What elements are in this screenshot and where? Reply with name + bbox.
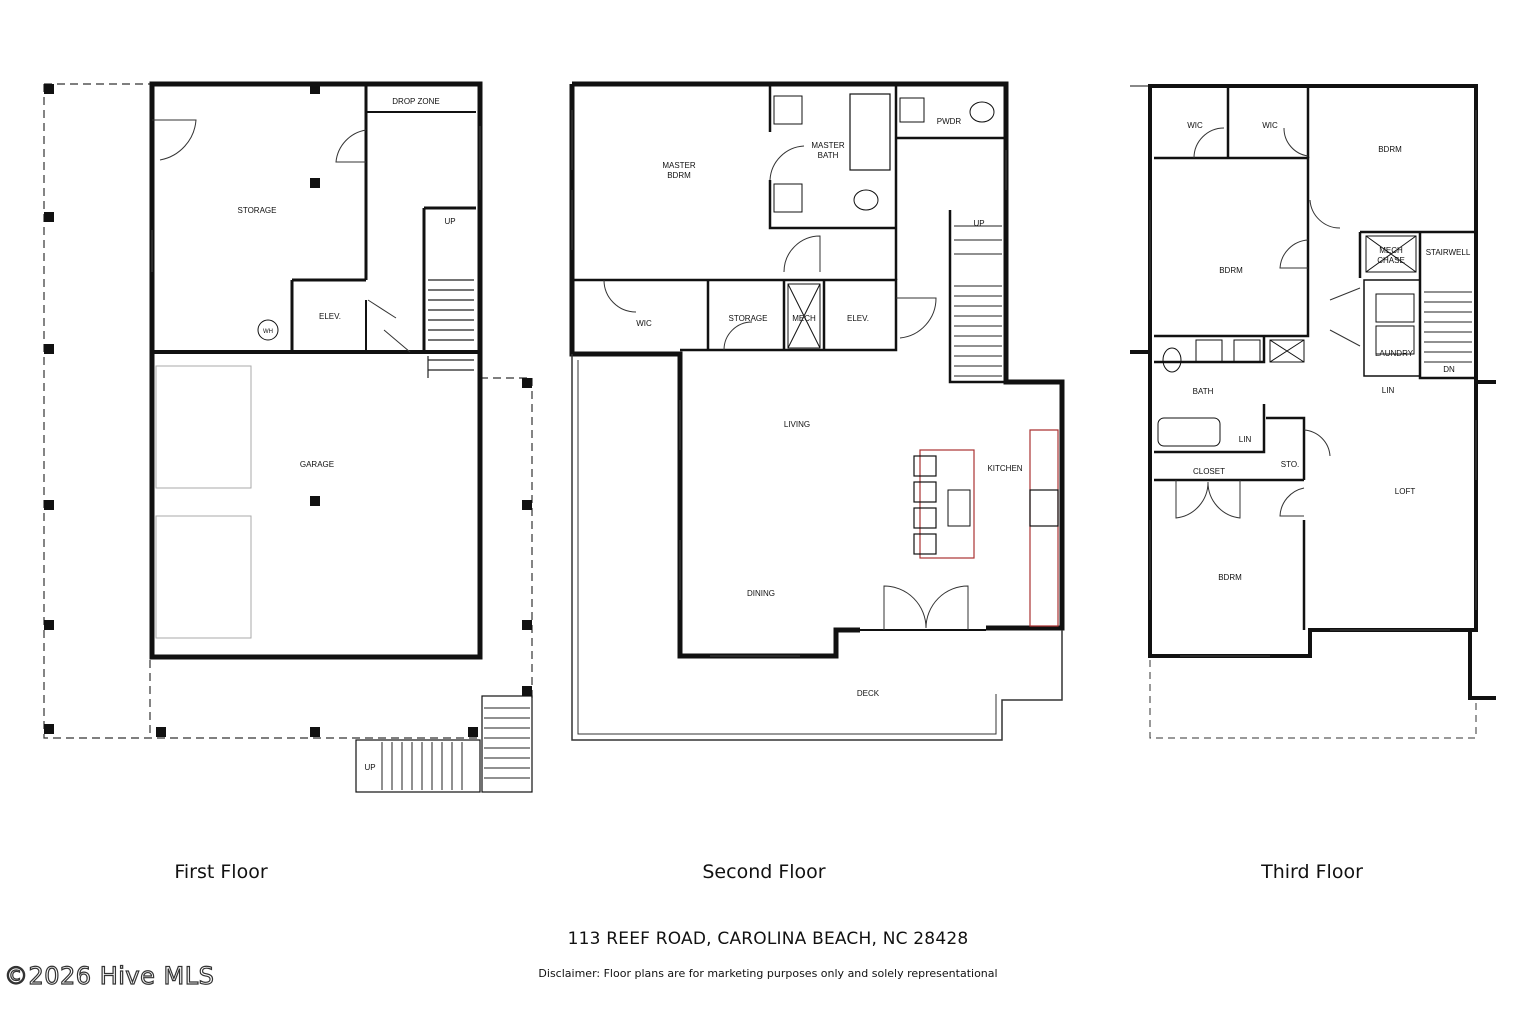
linen-closet-upper-label: LIN (1382, 386, 1395, 395)
linen-closet-lower-label: LIN (1239, 435, 1252, 444)
stair-down-label: DN (1443, 365, 1455, 374)
deck-label: DECK (857, 689, 880, 698)
kitchen-label: KITCHEN (987, 464, 1022, 473)
loft-label: LOFT (1395, 487, 1416, 496)
master-bedroom-label-line1: MASTER (662, 161, 696, 170)
closet-label: CLOSET (1193, 467, 1225, 476)
third-floor-caption: Third Floor (1261, 861, 1363, 883)
bath-label: BATH (1193, 387, 1214, 396)
dining-label: DINING (747, 589, 775, 598)
master-bath-label-line1: MASTER (811, 141, 845, 150)
first-floor-plan: DROP ZONE STORAGE ELEV. WH UP GARAGE UP (43, 81, 533, 793)
first-floor-caption: First Floor (174, 861, 268, 883)
elevator-label: ELEV. (319, 312, 341, 321)
bedroom-west-label: BDRM (1219, 266, 1243, 275)
stair-up-label: UP (444, 217, 455, 226)
exterior-stair-up-label: UP (364, 763, 375, 772)
second-floor-plan: MASTER BDRM MASTER BATH PWDR UP WIC STOR… (569, 81, 1065, 741)
laundry-label: LAUNDRY (1375, 349, 1414, 358)
wic-left-label: WIC (1187, 121, 1203, 130)
third-floor-plan: WIC WIC BDRM BDRM MECH CHASE STAIRWELL L… (1130, 84, 1496, 739)
mech-chase-label-line1: MECH (1379, 246, 1403, 255)
water-heater-label: WH (263, 329, 273, 335)
storage-label: STORAGE (238, 206, 277, 215)
bedroom-northeast-label: BDRM (1378, 145, 1402, 154)
stairwell-label: STAIRWELL (1426, 248, 1471, 257)
master-bedroom-label-line2: BDRM (667, 171, 691, 180)
mech-label: MECH (792, 314, 816, 323)
storage-label: STORAGE (729, 314, 768, 323)
garage-label: GARAGE (300, 460, 334, 469)
master-bath-label-line2: BATH (818, 151, 839, 160)
property-address: 113 REEF ROAD, CAROLINA BEACH, NC 28428 (567, 929, 969, 949)
elevator-label: ELEV. (847, 314, 869, 323)
storage-label: STO. (1281, 460, 1300, 469)
bedroom-southwest-label: BDRM (1218, 573, 1242, 582)
mech-chase-label-line2: CHASE (1377, 256, 1405, 265)
powder-room-label: PWDR (937, 117, 962, 126)
wic-right-label: WIC (1262, 121, 1278, 130)
drop-zone-label: DROP ZONE (392, 97, 439, 106)
disclaimer-text: Disclaimer: Floor plans are for marketin… (538, 967, 998, 980)
wic-label: WIC (636, 319, 652, 328)
stair-up-label: UP (973, 219, 984, 228)
copyright-watermark: ©2026 Hive MLS (3, 961, 215, 990)
second-floor-caption: Second Floor (702, 861, 826, 883)
living-label: LIVING (784, 420, 810, 429)
